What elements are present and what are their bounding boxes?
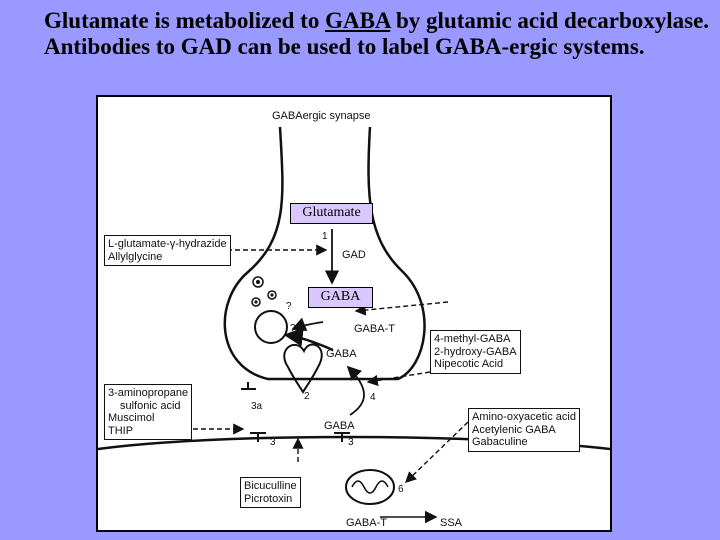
antagonist-item: Bicuculline [244,480,297,492]
agonist-item: THIP [108,424,134,437]
agonist-item: sulfonic acid [120,399,181,412]
step-number-3-left: 3 [270,437,276,448]
gad-inhibitors-box: L-glutamate-γ-hydrazide Allylglycine [104,235,231,266]
ssa-label: SSA [440,517,463,529]
antagonist-item: Picrotoxin [244,492,293,505]
agonist-item: Muscimol [108,412,155,424]
step-number-4: 4 [370,392,376,403]
exocytosis-vesicle [283,343,323,394]
step-number-3a: 3a [251,401,263,412]
gaba-t-inhibitor-item: Acetylenic GABA [472,423,556,436]
agonists-box: 3-aminopropane sulfonic acid Muscimol TH… [104,384,193,440]
uptake-inhibitor-item: 4-methyl-GABA [434,333,511,345]
uptake-inhibitor-item: Nipecotic Acid [434,358,504,370]
vesicle [254,300,258,304]
title-gaba-underlined: GABA [325,8,391,33]
slide-title: Glutamate is metabolized to GABA by glut… [44,8,714,60]
arrow-uptake-inhibitor [366,371,431,386]
synapse-drawing [98,126,610,524]
step-number-1: 1 [322,231,328,242]
vesicle [252,276,264,288]
arrow-reuptake [346,365,365,416]
mitochondrion-cristae [351,480,389,494]
gaba-t-inhibitors-box: Amino-oxyacetic acid Acetylenic GABA Gab… [468,408,580,452]
uptake-inhibitors-box: 4-methyl-GABA 2-hydroxy-GABA Nipecotic A… [430,330,521,374]
vesicle [267,290,277,300]
receptor-presynaptic [241,382,256,390]
gaba-label-mid: GABA [326,348,357,360]
receptor-postsynaptic-right [334,432,350,442]
gaba-t-label-top: GABA-T [354,323,395,335]
agonist-item: 3-aminopropane [108,387,189,399]
antagonists-box: Bicuculline Picrotoxin [240,477,301,508]
vesicle [251,297,261,307]
title-part1: Glutamate is metabolized to [44,8,326,33]
gaba-t-label-bottom: GABA-T [346,517,387,529]
step-number-3-right: 3 [348,437,354,448]
vesicle-large [254,310,288,344]
receptor-postsynaptic-left [250,432,266,442]
synapse-label: GABAergic synapse [272,110,371,122]
step-number-2: 2 [304,391,310,402]
gaba-t-inhibitor-item: Amino-oxyacetic acid [472,411,576,423]
uptake-inhibitor-item: 2-hydroxy-GABA [434,345,517,358]
mitochondrion [345,469,395,505]
gaba-highlight: GABA [308,287,373,308]
title-part3: by glutamic acid decarboxylase. Antibodi… [44,8,710,59]
gad-inhibitor-item: L-glutamate-γ-hydrazide [108,238,227,250]
presynaptic-terminal-outline [223,126,426,381]
arrow-gaba-into-vesicle [283,327,334,352]
question-mark-1: ? [286,301,292,312]
question-mark-2: ? [290,323,296,334]
arrow-gabat-inhibitor-bottom [404,421,469,483]
vesicle [256,280,260,284]
gaba-label-cleft: GABA [324,420,355,432]
gabaergic-synapse-diagram: GABAergic synapse Glutamate GABA GAD GAB… [96,95,612,532]
glutamate-highlight: Glutamate [290,203,373,224]
gad-label: GAD [342,249,366,261]
arrow-gaba-to-vesicle [291,317,324,332]
step-number-6: 6 [398,484,404,495]
gaba-t-inhibitor-item: Gabaculine [472,436,528,448]
gad-inhibitor-item: Allylglycine [108,250,163,263]
vesicle [270,293,274,297]
